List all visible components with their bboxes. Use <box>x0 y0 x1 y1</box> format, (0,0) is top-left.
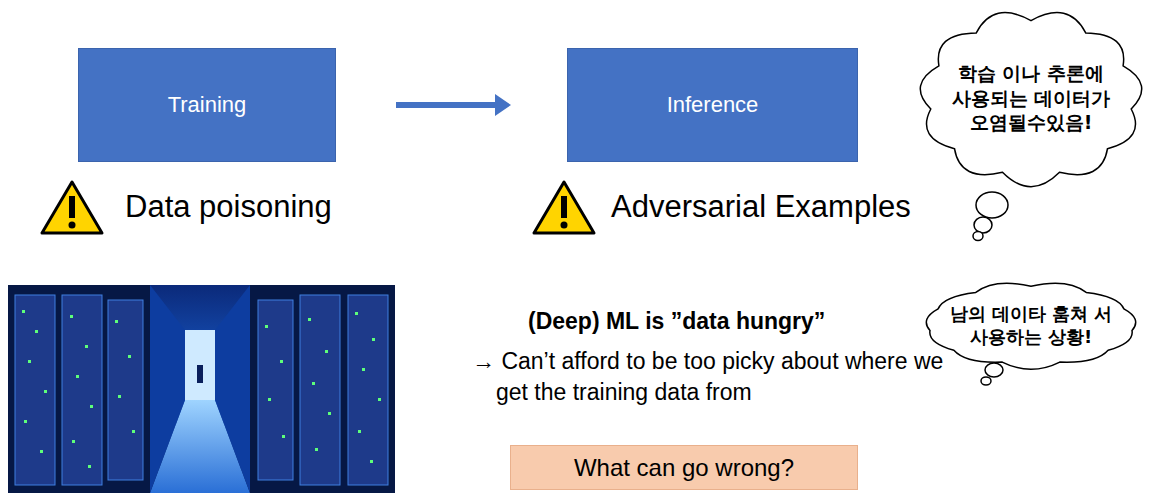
node-text: 학습 이나 추론에 사용되는 데이터가 오염될수있음! <box>941 61 1121 135</box>
body-text: → Can’t afford to be too picky about whe… <box>472 346 966 408</box>
warning-label: Data poisoning <box>125 186 455 228</box>
thought-bubble-tail <box>973 192 1008 241</box>
heading-text: (Deep) ML is ”data hungry” <box>528 306 928 337</box>
thought-cloud: 남의 데이타 훔쳐 서 사용하는 상황! <box>911 276 1151 374</box>
thought-cloud: 학습 이나 추론에 사용되는 데이터가 오염될수있음! <box>912 4 1150 192</box>
cloud-outline <box>911 276 1151 374</box>
highlight-box: What can go wrong? <box>510 445 858 490</box>
server-room-image <box>8 285 395 493</box>
cloud-outline <box>926 283 1135 369</box>
warning-icon <box>42 182 102 233</box>
process-box: Inference <box>567 48 858 162</box>
node-text: 남의 데이타 훔쳐 서 사용하는 상황! <box>944 302 1119 349</box>
node-text: Training <box>168 91 247 120</box>
process-box: Training <box>78 48 336 162</box>
thought-bubble-tail <box>981 363 1003 385</box>
warning-label: Adversarial Examples <box>611 186 971 228</box>
node-text: Inference <box>667 91 759 120</box>
node-text: What can go wrong? <box>574 452 794 483</box>
flow-arrow <box>396 94 511 116</box>
warning-icon <box>534 182 594 233</box>
cloud-outline <box>920 13 1141 187</box>
